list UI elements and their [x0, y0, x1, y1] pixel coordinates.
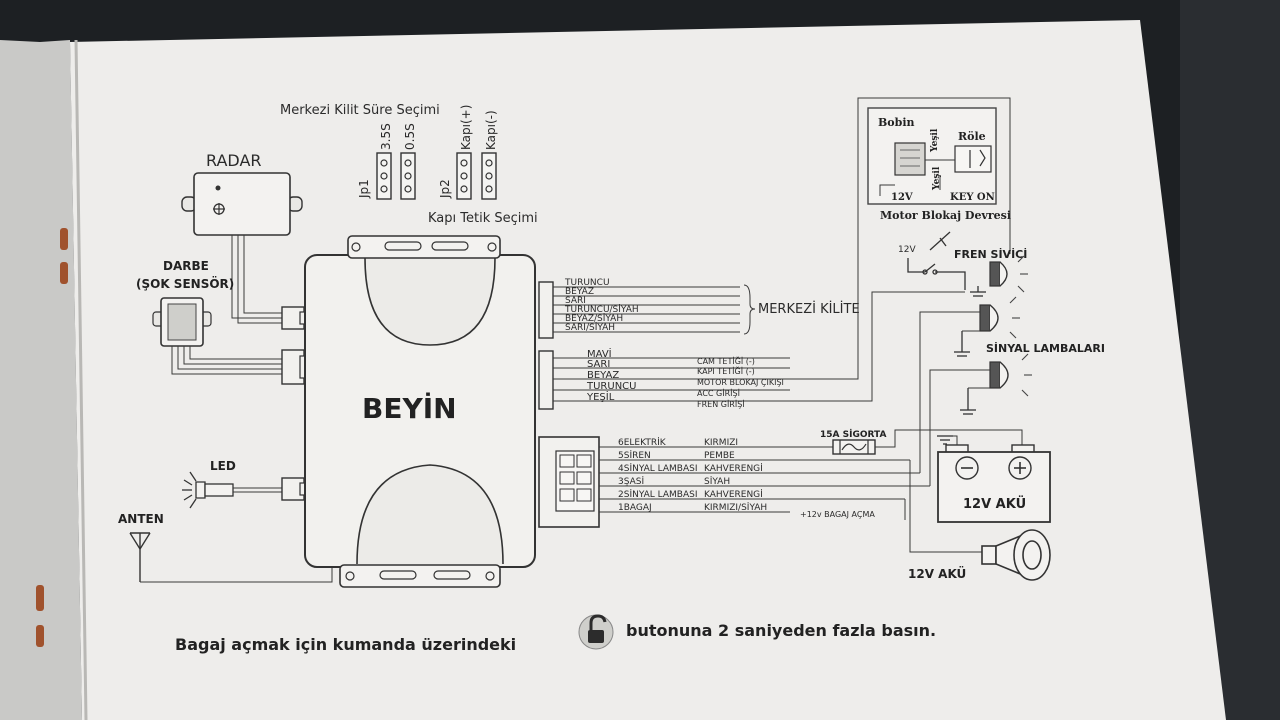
jumper-col-2: 0.5S: [403, 123, 417, 150]
relay-label: Röle: [958, 130, 986, 143]
brake-12v: 12V: [898, 245, 916, 255]
power-wire-label-5: 2SİNYAL LAMBASI: [618, 489, 698, 500]
lock-wire-lines: [553, 286, 740, 333]
ground-symbols: [954, 286, 986, 415]
jumper-pins: [380, 159, 493, 193]
jumper-col-labels: 3.5S 0.5S Kapı(+) Kapı(-): [379, 105, 498, 150]
radar-label: RADAR: [206, 151, 262, 170]
jp1-label: Jp1: [357, 179, 371, 199]
power-wire-color-3: KAHVERENGİ: [704, 463, 763, 474]
brain-label: BEYİN: [362, 391, 457, 425]
led-label: LED: [210, 459, 236, 473]
shock-label-2: (ŞOK SENSÖR): [136, 276, 234, 291]
power-wire-label-2: 5SİREN: [618, 450, 651, 461]
radar-unit: [181, 172, 303, 236]
power-wire-label-4: 3ŞASİ: [618, 476, 644, 487]
lock-wire-labels: TURUNCU BEYAZ SARI TURUNCU/SİYAH BEYAZ/S…: [564, 278, 639, 333]
power-wire-color-2: PEMBE: [704, 451, 735, 461]
fuse-label: 15A SİGORTA: [820, 429, 886, 440]
power-wire-label-1: 6ELEKTRİK: [618, 437, 667, 448]
lamp-1: [989, 261, 1008, 287]
lamp-3: [989, 361, 1009, 389]
power-wire-label-6: 1BAGAJ: [618, 503, 652, 513]
input-wire-color-4: TURUNCU: [586, 381, 636, 392]
brake-switch-icon: [907, 231, 966, 290]
lock-wire-3: SARI: [565, 296, 586, 306]
lock-wire-5: BEYAZ/SİYAH: [565, 313, 623, 324]
page-left: [0, 40, 82, 720]
key-on-label: KEY ON: [950, 192, 995, 203]
jumper-col-1: 3.5S: [379, 123, 393, 150]
coil-label: Bobin: [878, 116, 915, 129]
power-connector: [538, 436, 600, 528]
lock-wire-2: BEYAZ: [565, 287, 594, 297]
jumper-blocks: [376, 152, 497, 200]
input-wire-color-1: MAVİ: [587, 347, 612, 360]
input-wire-color-5: YEŞİL: [586, 390, 615, 403]
lamp-2: [979, 304, 999, 332]
green-label-2: Yeşil: [932, 166, 942, 191]
trunk-note: +12v BAGAJ AÇMA: [800, 510, 875, 519]
lock-wire-4: TURUNCU/SİYAH: [564, 304, 639, 315]
brain-unit: [304, 235, 536, 588]
coil-icon: [894, 142, 926, 176]
footer-text-before: Bagaj açmak için kumanda üzerindeki: [175, 635, 516, 654]
input-wire-func-3: MOTOR BLOKAJ ÇIKIŞI: [697, 378, 784, 387]
antenna-label: ANTEN: [118, 512, 164, 526]
input-wire-func-2: KAPI TETİĞİ (-): [697, 365, 755, 376]
siren-icon: [981, 529, 1051, 581]
siren-battery-label: 12V AKÜ: [908, 566, 966, 581]
signal-lamps-label: SİNYAL LAMBALARI: [986, 341, 1105, 355]
lock-target-label: MERKEZİ KİLİTE: [758, 301, 860, 317]
green-label-1: Yeşil: [930, 128, 940, 153]
relay-icon: [954, 145, 992, 173]
lamp-rays: [1009, 255, 1032, 397]
motor-block-title: Motor Blokaj Devresi: [880, 209, 1011, 222]
jumper-col-3: Kapı(+): [459, 105, 473, 150]
power-wire-color-6: KIRMIZI/SİYAH: [704, 502, 767, 513]
input-wire-func-5: FREN GİRİŞİ: [697, 399, 745, 409]
binding-stitches: [36, 228, 68, 647]
power-wire-lines: [599, 446, 930, 513]
input-wire-func-1: CAM TETİĞİ (-): [697, 355, 755, 366]
lock-wire-1: TURUNCU: [564, 278, 610, 288]
input-wire-color-2: SARI: [587, 359, 610, 370]
input-wire-color-3: BEYAZ: [587, 370, 619, 381]
led-icon: [182, 471, 234, 509]
page-right: [70, 20, 1226, 720]
input-wire-lines: [553, 357, 790, 402]
input-wire-labels: MAVİ SARI BEYAZ TURUNCU YEŞİL CAM TETİĞİ…: [586, 347, 784, 409]
fuse-icon: [832, 439, 876, 455]
footer-text-after: butonuna 2 saniyeden fazla basın.: [626, 621, 936, 640]
antenna-icon: [129, 532, 151, 582]
jp2-label: Jp2: [438, 179, 452, 199]
shock-sensor: [152, 297, 212, 347]
power-wire-color-1: KIRMIZI: [704, 438, 738, 448]
jumper-col-4: Kapı(-): [484, 110, 498, 150]
jumper-title: Merkezi Kilit Süre Seçimi: [280, 103, 440, 118]
input-wire-func-4: ACC GİRİŞİ: [697, 388, 740, 398]
power-wire-color-4: SİYAH: [704, 476, 730, 487]
power-wire-labels: 6ELEKTRİK 5SİREN 4SİNYAL LAMBASI 3ŞASİ 2…: [618, 437, 767, 513]
coil-12v: 12V: [891, 192, 913, 203]
battery: [937, 444, 1051, 523]
battery-label: 12V AKÜ: [963, 496, 1026, 512]
brake-switch-label: FREN SİVİCİ: [954, 247, 1027, 261]
lock-wire-6: SARI/SİYAH: [565, 322, 615, 333]
power-wire-label-3: 4SİNYAL LAMBASI: [618, 463, 698, 474]
power-wire-color-5: KAHVERENGİ: [704, 489, 763, 500]
unlock-icon: [578, 614, 614, 650]
shock-label-1: DARBE: [163, 259, 209, 273]
door-trigger-label: Kapı Tetik Seçimi: [428, 211, 538, 226]
